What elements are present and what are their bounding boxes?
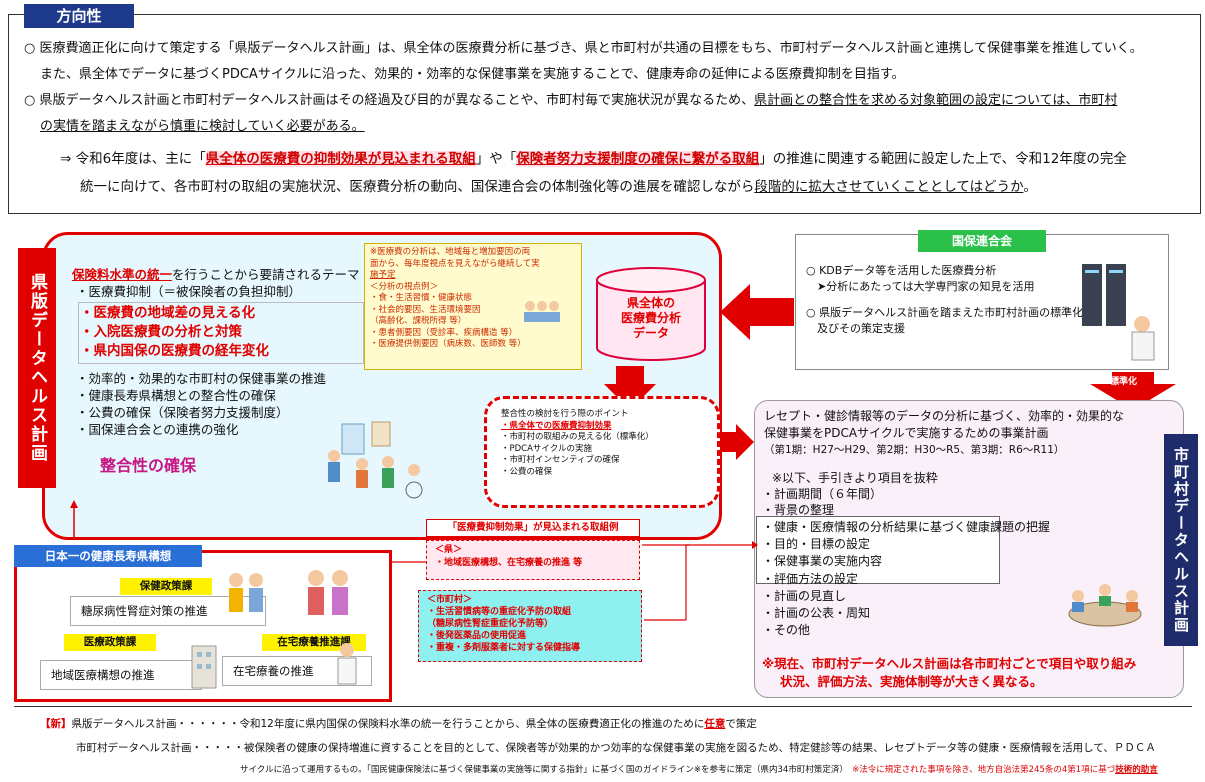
muni-item-9: ・その他 (762, 623, 811, 637)
muni-plan-label: 市町村データヘルス計画 (1164, 434, 1198, 646)
cost-muni-item-2: （糖尿病性腎症重症化予防等） (427, 619, 554, 629)
badge-medical-policy: 医療政策課 (64, 634, 156, 651)
pref-item-red-2: ・入院医療費の分析と対策 (80, 324, 242, 340)
hospital-building-icon (191, 645, 217, 689)
badge-home-care: 在宅療養推進課 (262, 634, 366, 651)
pref-red-frame (78, 302, 364, 364)
note-line-2: 面から、毎年度視点を見えながら継続して実 (370, 258, 540, 269)
direction-conclusion-2: 統一に向けて、各市町村の取組の実施状況、医療費分析の動向、国保連合会の体制強化等… (80, 179, 1037, 195)
check-item-3: ・市町村インセンティブの確保 (501, 455, 620, 465)
consistency-label: 整合性の確保 (100, 456, 197, 475)
muni-item-1: ・計画期間（６年間） (762, 487, 883, 501)
direction-box (8, 14, 1201, 214)
cost-muni-box: ＜市町村＞ ・生活習慣病等の重症化予防の取組 （糖尿病性腎症重症化予防等） ・後… (418, 590, 642, 662)
badge-health-policy: 保健政策課 (120, 578, 212, 595)
note-line-1: ※医療費の分析は、地域毎と増加要因の両 (370, 247, 531, 257)
cost-muni-item-4: ・重複・多剤服薬者に対する保健指導 (427, 643, 581, 653)
cylinder-line-3: データ (632, 326, 669, 340)
box-regional-medical: 地域医療構想の推進 (40, 660, 202, 690)
pref-item-bottom-1: ・効率的・効果的な市町村の保健事業の推進 (76, 371, 327, 386)
cost-muni-item-3: ・後発医薬品の使用促進 (427, 631, 527, 641)
database-cylinder (596, 267, 706, 361)
check-item-red: ・県全体での医療費抑制効果 (501, 420, 612, 431)
muni-item-4: ・目的・目標の設定 (762, 537, 871, 551)
kokuho-line-3: ○ 県版データヘルス計画を踏まえた市町村計画の標準化 (806, 306, 1084, 319)
muni-intro-1: レセプト・健診情報等のデータの分析に基づく、効率的・効果的な (764, 409, 1125, 423)
cost-reduction-head: 「医療費抑制効果」が見込まれる取組例 (426, 519, 640, 537)
footer-line-2: 市町村データヘルス計画・・・・・被保険者の健康の保持増進に資することを目的として… (76, 742, 1156, 754)
cost-muni-item-1: ・生活習慣病等の重症化予防の取組 (427, 607, 572, 617)
pref-item-bottom-3: ・公費の確保（保険者努力支援制度） (76, 405, 289, 420)
footer (14, 706, 1192, 778)
meeting-table-illustration (1068, 584, 1142, 627)
direction-line-4: の実情を踏まえながら慎重に検討していく必要がある。 (40, 119, 365, 134)
note-line-5: ・食・生活習慣・健康状態 (370, 293, 473, 303)
meeting-icon (524, 301, 560, 322)
cylinder-line-2: 医療費分析 (620, 311, 681, 325)
kokuho-tag: 国保連合会 (918, 230, 1046, 252)
muni-highlight-frame (756, 516, 1000, 584)
elderly-walking-illustration (229, 570, 348, 615)
muni-item-3: ・健康・医療情報の分析結果に基づく健康課題の把握 (762, 520, 1051, 534)
note-line-3: 施予定 (370, 270, 396, 280)
muni-item-6: ・評価方法の設定 (762, 572, 859, 586)
muni-note: ※以下、手引きより項目を抜粋 (772, 471, 938, 485)
note-line-8: ・患者側要因（受診率、疾病構造 等） (370, 327, 518, 338)
arrow-right-check (714, 424, 754, 460)
note-line-9: ・医療提供側要因（病床数、医師数 等） (370, 339, 526, 349)
check-item-2: ・PDCAサイクルの実施 (501, 443, 592, 454)
note-line-7: （高齢化、課税所得 等） (370, 316, 467, 326)
pref-theme: 保険料水準の統一を行うことから要請されるテーマ (72, 267, 360, 282)
muni-warn-2: 状況、評価方法、実施体制等が大きく異なる。 (780, 674, 1043, 689)
footer-line-1: 【新】県版データヘルス計画・・・・・・令和12年度に県内国保の保険料水準の統一を… (40, 718, 757, 730)
box-diabetes: 糖尿病性腎症対策の推進 (70, 596, 266, 626)
direction-tag: 方向性 (24, 4, 134, 28)
note-line-4: ＜分析の視点例＞ (370, 281, 439, 292)
footer-line-3: サイクルに沿って運用するもの。「国民健康保険法に基づく保健事業の実施等に関する指… (240, 765, 1158, 775)
cost-pref-tag: ＜県＞ (435, 545, 463, 555)
kokuho-line-4: 及びその策定支援 (806, 322, 905, 335)
japan-health-tag: 日本一の健康長寿県構想 (14, 545, 202, 567)
cost-pref-box: ＜県＞ ・地域医療構想、在宅療養の推進 等 (426, 540, 640, 580)
check-item-1: ・市町村の取組みの見える化（標準化） (501, 432, 654, 442)
muni-warn-1: ※現在、市町村データヘルス計画は各市町村ごとで項目や取り組み (762, 656, 1137, 671)
direction-line-2: また、県全体でデータに基づくPDCAサイクルに沿った、効果的・効率的な保健事業を… (40, 67, 905, 82)
people-illustration (328, 421, 423, 499)
muni-item-2: ・背景の整理 (762, 503, 835, 517)
checkpoint-box: 整合性の検討を行う際のポイント ・県全体での医療費抑制効果 ・市町村の取組みの見… (484, 396, 720, 508)
cost-muni-tag: ＜市町村＞ (427, 595, 473, 605)
check-item-4: ・公費の確保 (501, 466, 553, 477)
standardize-label: 標準化 (1110, 377, 1138, 387)
pref-item-bottom-2: ・健康長寿県構想との整合性の確保 (76, 388, 276, 403)
pref-item-bottom-4: ・国保連合会との連携の強化 (76, 422, 239, 437)
muni-item-7: ・計画の見直し (762, 589, 847, 603)
muni-intro-2: 保健事業をPDCAサイクルで実施するための事業計画 (764, 426, 1049, 440)
arrow-down-standardize (1090, 372, 1176, 410)
cost-pref-text: ・地域医療構想、在宅療養の推進 等 (435, 558, 583, 568)
note-line-6: ・社会的要因、生活環境要因 (370, 304, 481, 315)
direction-line-3: ○ 県版データヘルス計画と市町村データヘルス計画はその経過及び目的が異なることや… (24, 93, 1118, 108)
muni-item-5: ・保健事業の実施内容 (762, 554, 883, 568)
cylinder-label: 県全体の 医療費分析 データ (593, 296, 709, 341)
direction-line-1: ○ 医療費適正化に向けて策定する「県版データヘルス計画」は、県全体の医療費分析に… (24, 41, 1143, 56)
pref-item-top: ・医療費抑制（＝被保険者の負担抑制） (76, 284, 302, 299)
pref-plan-label: 県版データヘルス計画 (18, 248, 56, 488)
muni-item-8: ・計画の公表・周知 (762, 606, 871, 620)
pref-item-red-3: ・県内国保の医療費の経年変化 (80, 343, 269, 359)
pref-item-red-1: ・医療費の地域差の見える化 (80, 305, 256, 321)
kokuho-line-2: ➤分析にあたっては大学専門家の知見を活用 (806, 280, 1035, 293)
cylinder-line-1: 県全体の (626, 296, 675, 310)
arrow-left-big (720, 284, 794, 340)
nurse-icon (337, 643, 357, 685)
check-title: 整合性の検討を行う際のポイント (501, 409, 629, 419)
server-doctor-illustration (1082, 264, 1155, 361)
muni-periods: （第1期：H27～H29、第2期：H30～R5、第3期：R6～R11） (764, 444, 1065, 456)
arrow-down-cylinder (604, 366, 656, 410)
direction-conclusion-1: ⇒ 令和6年度は、主に「県全体の医療費の抑制効果が見込まれる取組」や「保険者努力… (60, 151, 1127, 167)
kokuho-line-1: ○ KDBデータ等を活用した医療費分析 (806, 264, 997, 277)
